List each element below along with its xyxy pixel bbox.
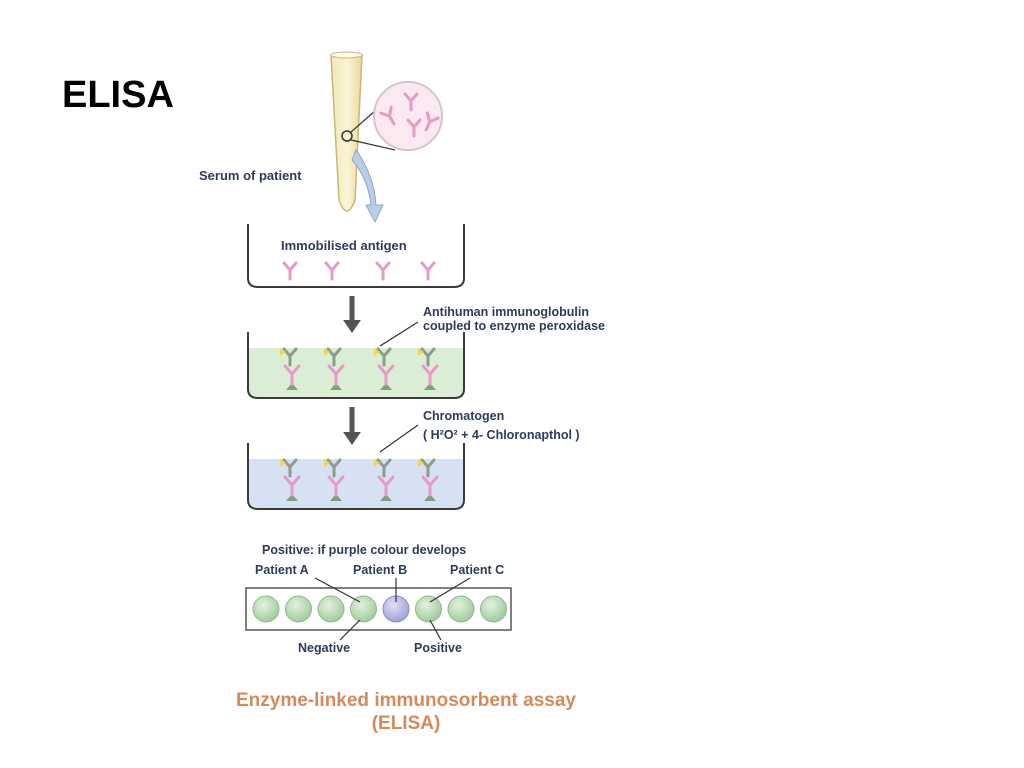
slide-title: ELISA bbox=[62, 74, 174, 116]
pointer-lines bbox=[314, 577, 471, 641]
patient-c-label: Patient C bbox=[450, 563, 504, 577]
antibody-complexes bbox=[280, 347, 439, 501]
antibody-complex bbox=[324, 458, 345, 501]
antihuman-label-1: Antihuman immunoglobulin bbox=[423, 305, 589, 319]
caption-line-1: Enzyme-linked immunosorbent assay bbox=[236, 690, 576, 711]
patient-a-label: Patient A bbox=[255, 563, 309, 577]
antibody-complex bbox=[280, 458, 301, 501]
antihuman-label-2: coupled to enzyme peroxidase bbox=[423, 319, 605, 333]
negative-label: Negative bbox=[298, 641, 350, 655]
well-negative bbox=[480, 595, 507, 623]
patient-b-label: Patient B bbox=[353, 563, 407, 577]
test-tube bbox=[330, 51, 363, 212]
well-negative bbox=[447, 595, 475, 623]
step-arrow-1 bbox=[343, 296, 361, 333]
antibody-complex bbox=[374, 347, 395, 390]
chromatogen-label-1: Chromatogen bbox=[423, 409, 504, 423]
well-negative bbox=[285, 595, 312, 623]
caption-line-2: (ELISA) bbox=[372, 713, 441, 734]
antibody-complex bbox=[418, 347, 439, 390]
positive-note: Positive: if purple colour develops bbox=[262, 543, 466, 557]
well-negative bbox=[415, 595, 442, 623]
antibody-complex bbox=[374, 458, 395, 501]
plate-immobilised bbox=[247, 224, 465, 288]
well-negative bbox=[252, 595, 280, 623]
antibody-complex bbox=[418, 458, 439, 501]
pour-arrow bbox=[351, 148, 384, 224]
serum-label: Serum of patient bbox=[199, 168, 302, 183]
magnified-antibodies bbox=[341, 81, 443, 151]
positive-label: Positive bbox=[414, 641, 462, 655]
antibody-complex bbox=[280, 347, 301, 390]
chromatogen-label-2: ( H²O² + 4- Chloronapthol ) bbox=[423, 428, 580, 442]
well-negative bbox=[350, 595, 377, 623]
immobilised-label: Immobilised antigen bbox=[281, 238, 407, 253]
well-row bbox=[252, 595, 507, 623]
well-negative bbox=[317, 595, 345, 623]
antibody-complex bbox=[324, 347, 345, 390]
step-arrow-2 bbox=[343, 407, 361, 445]
